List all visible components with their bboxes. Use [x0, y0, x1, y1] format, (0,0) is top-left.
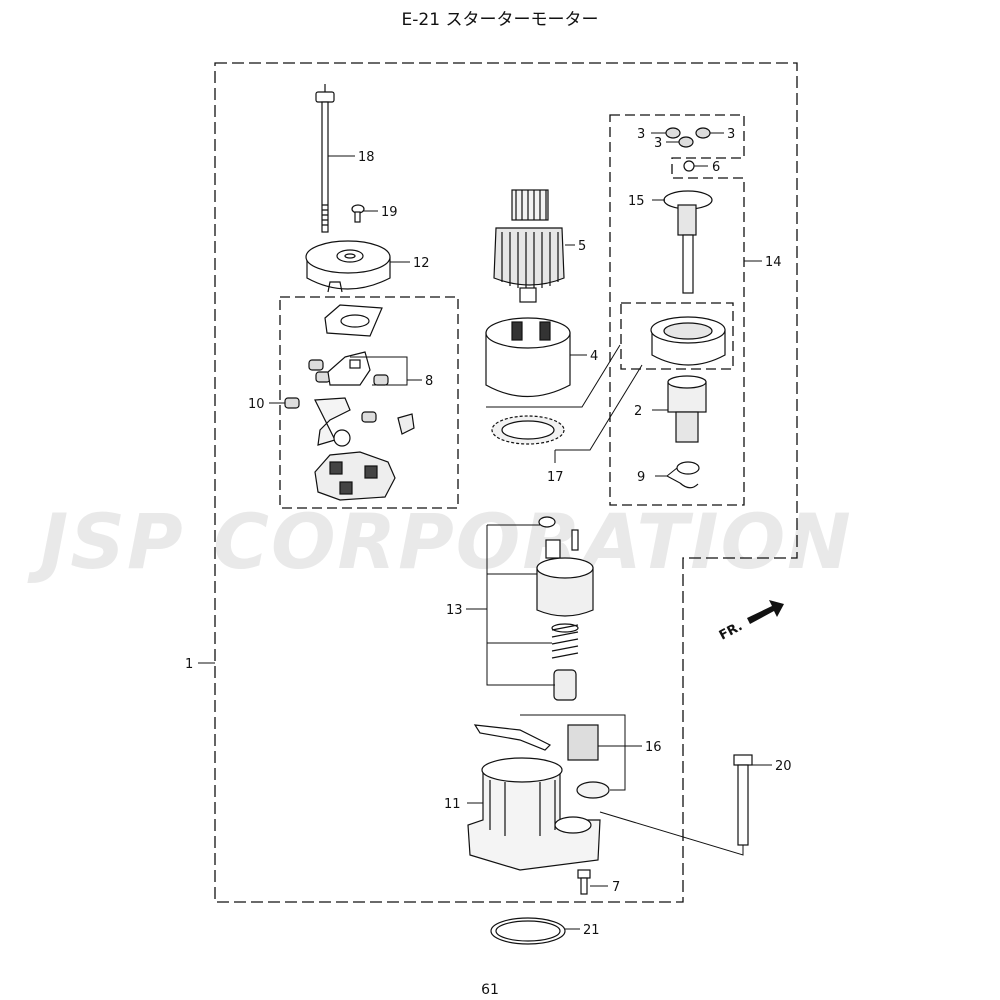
brush-terminal-8 [327, 351, 371, 386]
screw-19 [351, 204, 365, 223]
callout-15: 15 [628, 194, 645, 209]
watermark: JSP CORPORATION [40, 497, 853, 586]
callout-4: 4 [590, 349, 598, 364]
callout-1: 1 [185, 657, 193, 672]
end-cover-12 [305, 240, 391, 293]
page-number: 61 [481, 982, 499, 998]
front-housing-11 [467, 757, 601, 871]
shaft-15 [663, 190, 713, 294]
assembly-1-outline [214, 62, 798, 903]
brush-plate [324, 304, 383, 337]
springs-10 [284, 359, 389, 423]
gear-group-14 [609, 114, 745, 506]
yoke-4 [485, 317, 571, 398]
callout-2: 2 [634, 404, 642, 419]
solenoid-spring [551, 623, 579, 659]
bolt-20 [733, 754, 753, 846]
callout-5: 5 [578, 239, 586, 254]
front-direction-arrow: FR. [717, 600, 784, 644]
bolt-7 [577, 869, 591, 895]
callout-3a: 3 [637, 127, 645, 142]
callout-3c: 3 [654, 136, 662, 151]
callout-9: 9 [637, 470, 645, 485]
callout-13: 13 [446, 603, 463, 618]
callout-12: 12 [413, 256, 430, 271]
nuts-3 [665, 127, 711, 148]
clutch-housing [650, 316, 726, 366]
plunger [553, 669, 577, 701]
armature-5 [493, 189, 565, 303]
gasket-17 [491, 415, 565, 445]
callout-21: 21 [583, 923, 600, 938]
page-title: E-21 スターターモーター [401, 10, 599, 30]
through-bolt-18 [315, 84, 335, 233]
callout-14: 14 [765, 255, 782, 270]
callout-6: 6 [712, 160, 720, 175]
callout-11: 11 [444, 797, 461, 812]
direction-label: FR. [717, 619, 745, 644]
callout-10: 10 [248, 397, 265, 412]
callout-7: 7 [612, 880, 620, 895]
callout-18: 18 [358, 150, 375, 165]
clutch-group [620, 302, 734, 370]
collar-9 [676, 461, 700, 489]
callout-3b: 3 [727, 127, 735, 142]
callout-19: 19 [381, 205, 398, 220]
pinion-2 [667, 375, 707, 443]
lever-16 [473, 724, 610, 799]
solenoid-13 [536, 516, 594, 617]
callout-8: 8 [425, 374, 433, 389]
brush-holder-base [314, 451, 396, 501]
callout-20: 20 [775, 759, 792, 774]
callout-16: 16 [645, 740, 662, 755]
pin-6 [683, 160, 695, 172]
callout-17: 17 [547, 470, 564, 485]
brush-lead [314, 397, 415, 447]
o-ring-21 [490, 917, 566, 945]
